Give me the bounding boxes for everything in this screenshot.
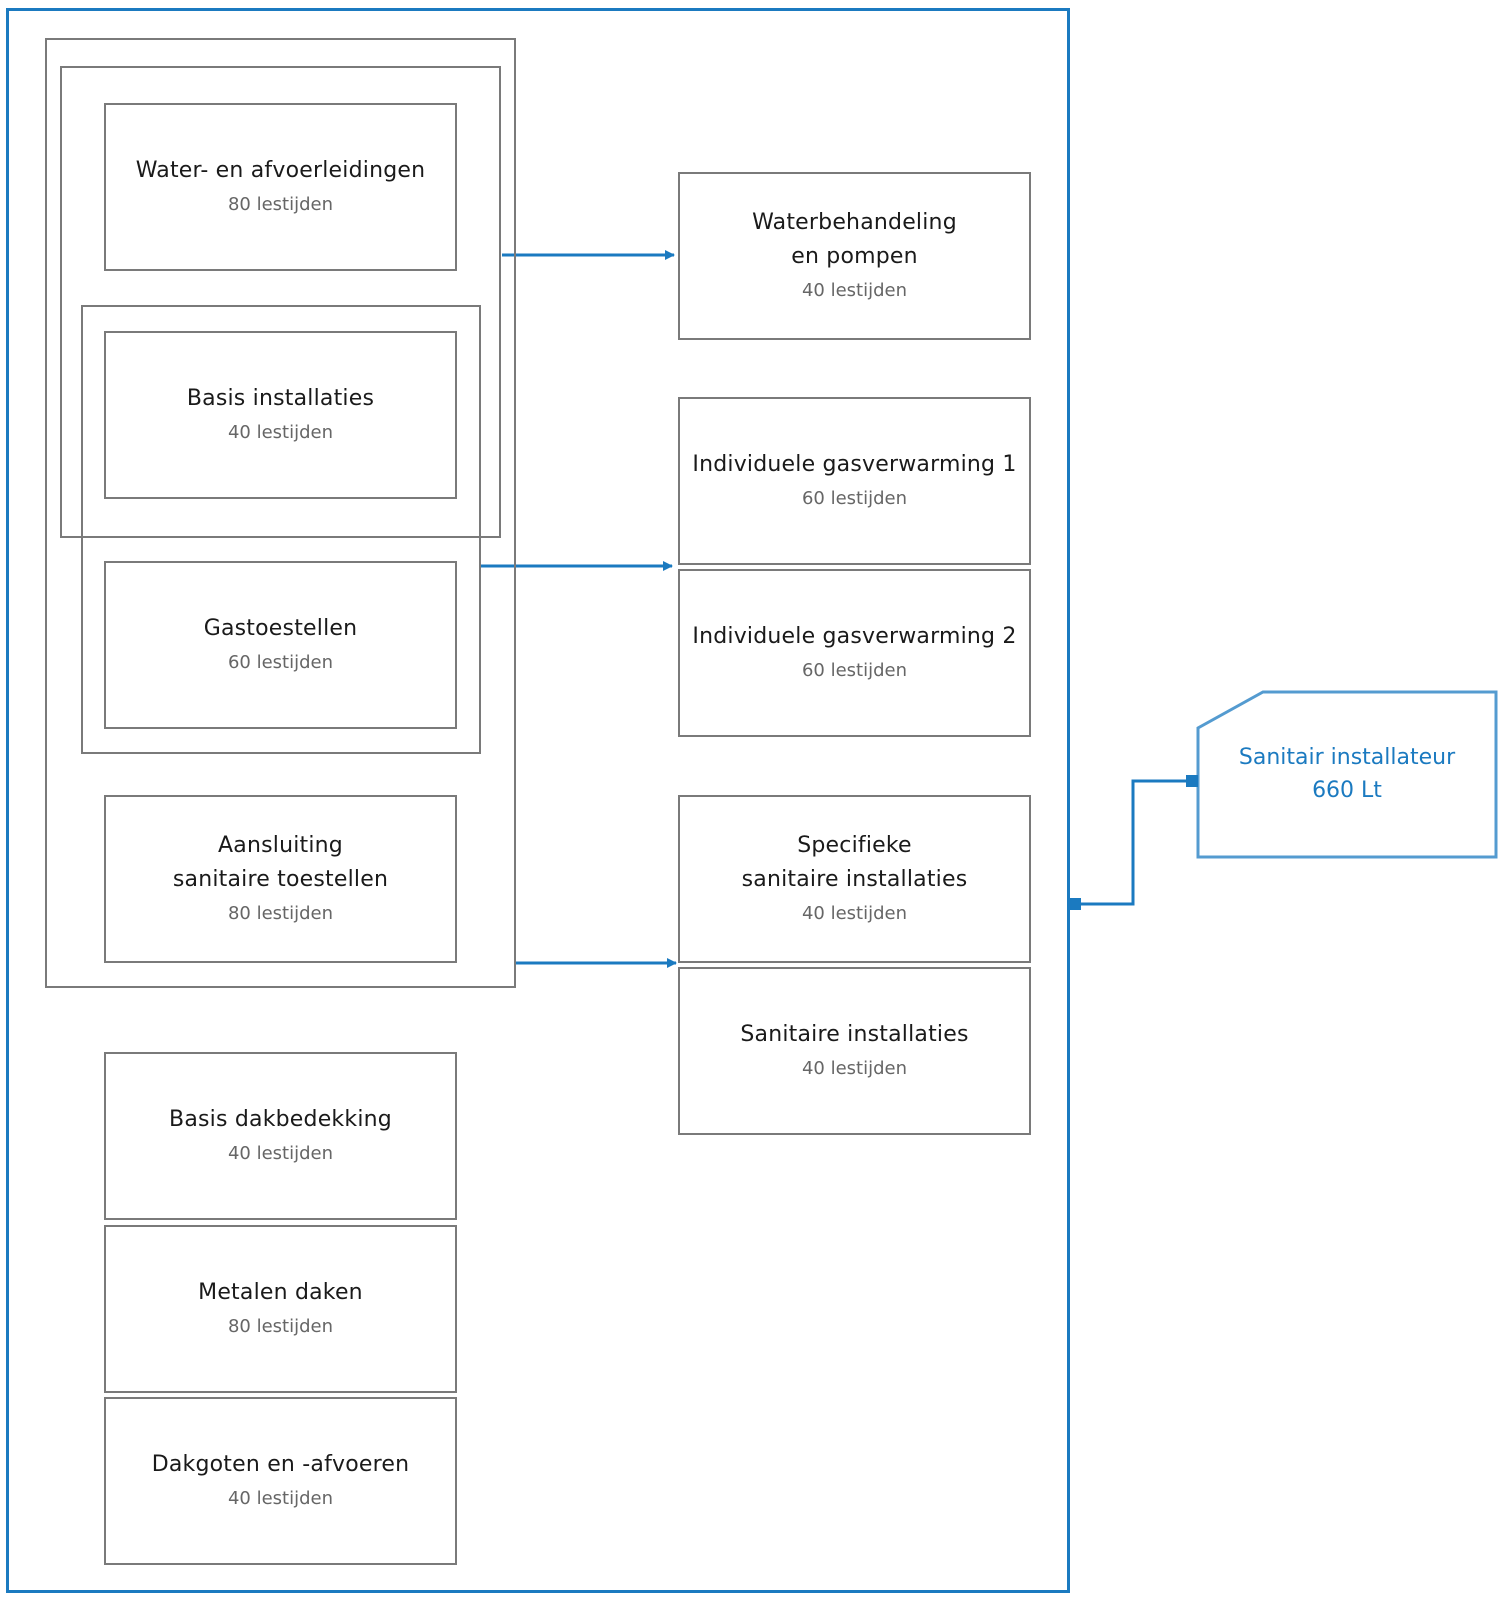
group-water-basis bbox=[60, 66, 501, 538]
target-hours: 660 Lt bbox=[1312, 778, 1382, 803]
connector-anchor-right bbox=[1186, 775, 1198, 787]
module-title: Individuele gasverwarming 2 bbox=[692, 624, 1017, 649]
module-sanitaire-installaties[interactable]: Sanitaire installaties 40 lestijden bbox=[678, 967, 1031, 1135]
module-basis-dakbedekking[interactable]: Basis dakbedekking 40 lestijden bbox=[104, 1052, 457, 1220]
group-basis-gas bbox=[81, 305, 481, 754]
connector-anchor-left bbox=[1069, 898, 1081, 910]
target-title: Sanitair installateur bbox=[1238, 745, 1456, 770]
module-gastoestellen[interactable]: Gastoestellen 60 lestijden bbox=[104, 561, 457, 729]
module-title: Aansluiting sanitaire toestellen bbox=[172, 833, 389, 892]
module-hours: 40 lestijden bbox=[227, 1143, 334, 1164]
module-water-afvoerleidingen[interactable]: Water- en afvoerleidingen 80 lestijden bbox=[104, 103, 457, 271]
module-waterbehandeling-pompen[interactable]: Waterbehandeling en pompen 40 lestijden bbox=[678, 172, 1031, 340]
module-title: Gastoestellen bbox=[203, 616, 358, 641]
module-title: Basis installaties bbox=[186, 386, 375, 411]
module-title: Dakgoten en -afvoeren bbox=[151, 1452, 410, 1477]
target-shape bbox=[1196, 690, 1498, 859]
module-hours: 40 lestijden bbox=[801, 903, 908, 924]
module-title: Basis dakbedekking bbox=[169, 1107, 392, 1132]
module-hours: 60 lestijden bbox=[801, 488, 908, 509]
module-hours: 40 lestijden bbox=[227, 422, 334, 443]
module-title: Individuele gasverwarming 1 bbox=[692, 452, 1017, 477]
outer-frame bbox=[6, 8, 1070, 1593]
module-hours: 40 lestijden bbox=[801, 280, 908, 301]
module-dakgoten-afvoeren[interactable]: Dakgoten en -afvoeren 40 lestijden bbox=[104, 1397, 457, 1565]
target-qualification[interactable]: Sanitair installateur 660 Lt bbox=[1196, 690, 1498, 858]
module-aansluiting-sanitaire-toestellen[interactable]: Aansluiting sanitaire toestellen 80 lest… bbox=[104, 795, 457, 963]
module-hours: 80 lestijden bbox=[227, 903, 334, 924]
module-title: Specifieke sanitaire installaties bbox=[741, 833, 968, 892]
module-title: Waterbehandeling en pompen bbox=[752, 210, 957, 269]
module-title: Metalen daken bbox=[198, 1280, 363, 1305]
module-specifieke-sanitaire-installaties[interactable]: Specifieke sanitaire installaties 40 les… bbox=[678, 795, 1031, 963]
group-main bbox=[45, 38, 516, 988]
module-hours: 60 lestijden bbox=[227, 652, 334, 673]
module-hours: 60 lestijden bbox=[801, 660, 908, 681]
module-hours: 40 lestijden bbox=[227, 1488, 334, 1509]
module-metalen-daken[interactable]: Metalen daken 80 lestijden bbox=[104, 1225, 457, 1393]
module-hours: 40 lestijden bbox=[801, 1058, 908, 1079]
module-hours: 80 lestijden bbox=[227, 1316, 334, 1337]
module-hours: 80 lestijden bbox=[227, 194, 334, 215]
module-basis-installaties[interactable]: Basis installaties 40 lestijden bbox=[104, 331, 457, 499]
module-title: Sanitaire installaties bbox=[740, 1022, 969, 1047]
module-title: Water- en afvoerleidingen bbox=[135, 158, 426, 183]
module-gasverwarming-1[interactable]: Individuele gasverwarming 1 60 lestijden bbox=[678, 397, 1031, 565]
module-gasverwarming-2[interactable]: Individuele gasverwarming 2 60 lestijden bbox=[678, 569, 1031, 737]
connector-to-target bbox=[1075, 779, 1194, 906]
